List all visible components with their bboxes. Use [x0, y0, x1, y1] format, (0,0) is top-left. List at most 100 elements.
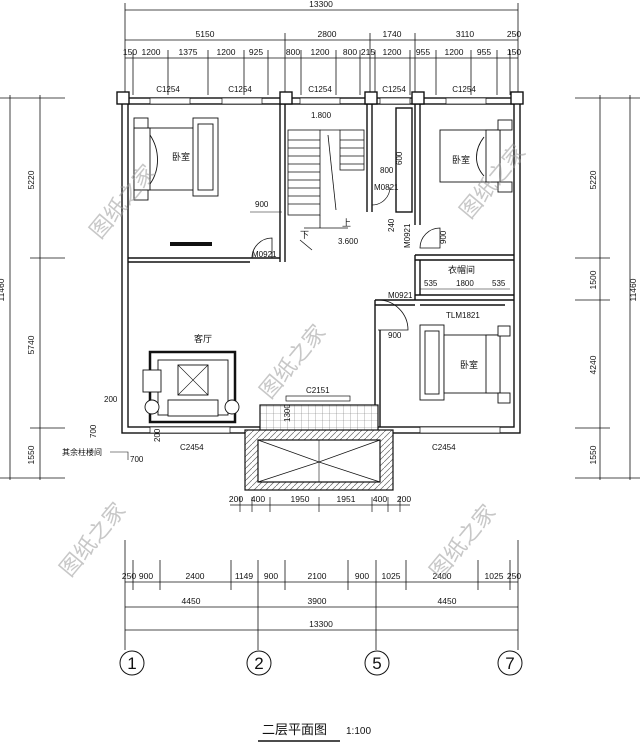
window-label-c2454-a: C2454 — [180, 443, 204, 452]
dim: 4450 — [182, 596, 201, 606]
porch-dim: 1951 — [337, 494, 356, 504]
dim: 150 — [507, 47, 521, 57]
room-label-bedroom-2: 卧室 — [452, 154, 470, 166]
axis-label-1: 1 — [127, 654, 136, 673]
top-dimensions — [124, 3, 519, 95]
drawing-scale: 1:100 — [346, 726, 371, 737]
dim-200-a: 200 — [104, 395, 118, 404]
top-dim-5150: 5150 — [196, 29, 215, 39]
dim-535-a: 535 — [424, 279, 438, 288]
dim-700-a: 700 — [89, 424, 98, 438]
bed-top-right — [439, 119, 513, 193]
dim-535-b: 535 — [492, 279, 506, 288]
room-label-living: 客厅 — [194, 333, 212, 345]
bottom-dim-row1: 250 900 2400 1149 900 2100 900 1025 2400… — [122, 571, 521, 581]
dim-900-c: 900 — [388, 331, 402, 340]
porch-dim: 200 — [229, 494, 243, 504]
dim: 215 — [361, 47, 375, 57]
bottom-total-dim: 13300 — [309, 619, 333, 629]
top-window-labels: C1254 C1254 C1254 C1254 C1254 — [156, 85, 476, 94]
axis-label-7: 7 — [505, 654, 514, 673]
right-dim-5220: 5220 — [588, 170, 598, 189]
dim: 1149 — [235, 571, 254, 581]
right-dim-1500: 1500 — [588, 270, 598, 289]
dim: 2400 — [186, 571, 205, 581]
door-label-m0921-a: M0921 — [252, 250, 277, 259]
bed-bottom-right — [419, 324, 511, 404]
dim-900-a: 900 — [255, 200, 269, 209]
room-label-closet: 衣帽间 — [448, 264, 475, 276]
porch-dim: 1950 — [291, 494, 310, 504]
dim: 250 — [122, 571, 136, 581]
room-label-bedroom-1: 卧室 — [172, 151, 190, 163]
dim: 4450 — [438, 596, 457, 606]
right-total-dim: 11460 — [628, 278, 638, 301]
window-label: C1254 — [228, 85, 252, 94]
window-label: C1254 — [156, 85, 180, 94]
dim-240: 240 — [387, 218, 396, 232]
dim: 800 — [343, 47, 357, 57]
door-swing — [419, 227, 441, 249]
staircase — [287, 129, 365, 251]
watermark: 图纸之家 — [55, 498, 131, 581]
left-dim-5740: 5740 — [26, 335, 36, 354]
left-dimensions — [0, 95, 65, 480]
left-total-dim: 11460 — [0, 278, 6, 301]
balcony-note: 其余柱楼间 — [62, 447, 102, 457]
dim: 1025 — [485, 571, 504, 581]
dim: 2400 — [433, 571, 452, 581]
dim: 1025 — [382, 571, 401, 581]
bed-top-left — [133, 117, 219, 201]
dim: 1200 — [142, 47, 161, 57]
axis-label-2: 2 — [254, 654, 263, 673]
bottom-dim-row2: 4450 3900 4450 — [182, 596, 457, 606]
door-swing — [251, 237, 273, 259]
wardrobe — [170, 242, 212, 246]
dim: 955 — [477, 47, 491, 57]
door-label-m0921-c: M0921 — [388, 291, 413, 300]
watermark: 图纸之家 — [85, 160, 161, 243]
porch-dimensions — [230, 497, 410, 512]
axis-markers — [119, 650, 523, 676]
dim: 1200 — [217, 47, 236, 57]
drawing-title: 二层平面图 — [262, 723, 327, 738]
front-porch — [244, 404, 394, 491]
window-label: C1254 — [308, 85, 332, 94]
dim: 150 — [123, 47, 137, 57]
dim-1800: 1800 — [456, 279, 474, 288]
dim-1300: 1300 — [283, 404, 292, 422]
window-label-c2454-b: C2454 — [432, 443, 456, 452]
porch-dim: 400 — [373, 494, 387, 504]
walls — [116, 91, 524, 434]
dim-700-b: 700 — [130, 455, 144, 464]
top-dim-3110: 3110 — [456, 29, 475, 39]
dim: 955 — [416, 47, 430, 57]
porch-dim: 200 — [397, 494, 411, 504]
dim: 1200 — [445, 47, 464, 57]
axis-label-5: 5 — [372, 654, 381, 673]
door-swing — [377, 299, 409, 331]
top-dim-row2: 5150 2800 1740 3110 250 — [196, 29, 522, 39]
dim-900-b: 900 — [439, 230, 448, 244]
dim-200-b: 200 — [153, 428, 162, 442]
top-dim-2800: 2800 — [318, 29, 337, 39]
leader-line — [110, 451, 129, 460]
left-dim-1550: 1550 — [26, 445, 36, 464]
right-dim-1550: 1550 — [588, 445, 598, 464]
dim: 900 — [264, 571, 278, 581]
bottom-dimensions — [124, 540, 519, 650]
window-label: C1254 — [452, 85, 476, 94]
dim: 1200 — [311, 47, 330, 57]
door-swing — [371, 186, 391, 206]
right-dim-4240: 4240 — [588, 355, 598, 374]
stair-dim: 1.800 — [311, 111, 332, 120]
window-label-c2151: C2151 — [306, 386, 330, 395]
porch-dim: 400 — [251, 494, 265, 504]
top-dim-250: 250 — [507, 29, 521, 39]
top-dim-row3: 150 1200 1375 1200 925 800 1200 800 215 … — [123, 47, 521, 57]
dim: 900 — [139, 571, 153, 581]
door-label-m0921-b: M0921 — [403, 223, 412, 248]
top-dim-1740: 1740 — [383, 29, 402, 39]
window-label: C1254 — [382, 85, 406, 94]
